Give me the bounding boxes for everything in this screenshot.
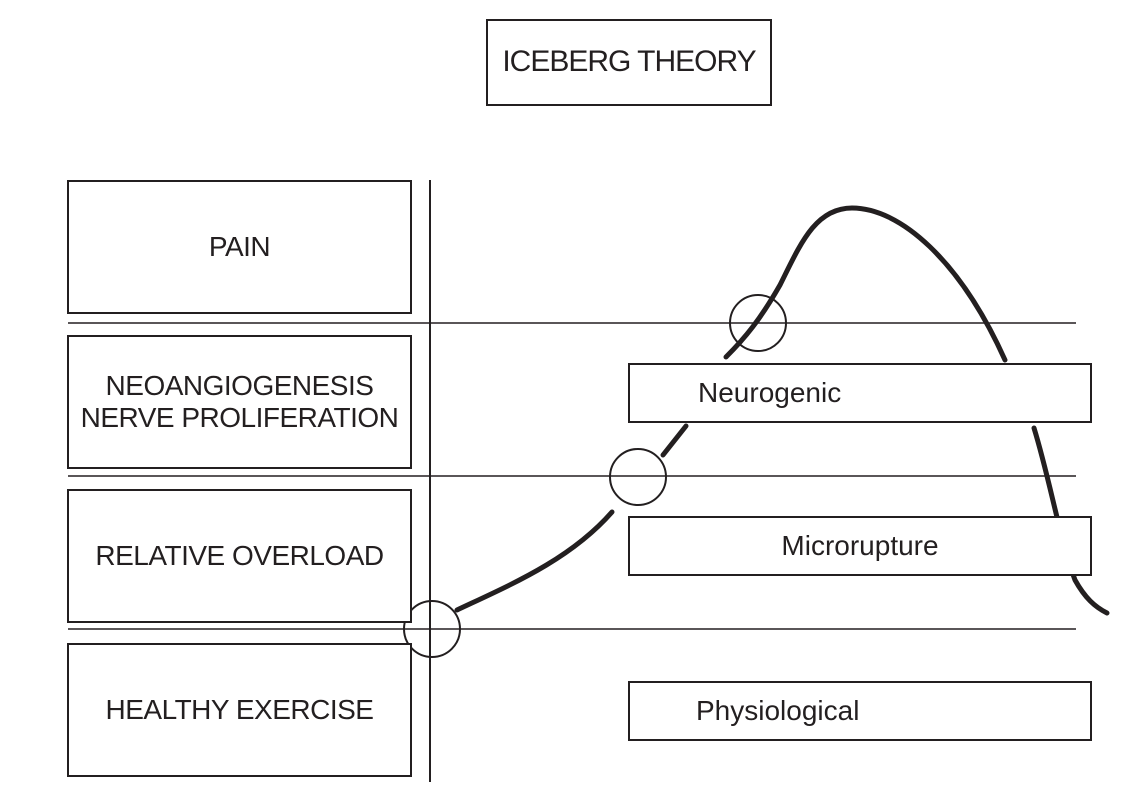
- transition-circle-neo: [729, 294, 787, 352]
- stage-box-pain: PAIN: [67, 180, 412, 314]
- stage-box-neoangiogenesis: NEOANGIOGENESIS NERVE PROLIFERATION: [67, 335, 412, 469]
- transition-circle-overload: [609, 448, 667, 506]
- stage-label-neo-line2: NERVE PROLIFERATION: [80, 402, 399, 433]
- region-box-microrupture: Microrupture: [628, 516, 1092, 576]
- region-box-physiological: Physiological: [628, 681, 1092, 741]
- region-box-neurogenic: Neurogenic: [628, 363, 1092, 423]
- load-curve: [454, 205, 1110, 616]
- diagram-title-text: ICEBERG THEORY: [502, 45, 756, 79]
- region-label-microrupture: Microrupture: [781, 529, 939, 561]
- stage-box-relative-overload: RELATIVE OVERLOAD: [67, 489, 412, 623]
- region-label-physiological: Physiological: [696, 694, 860, 726]
- stage-label-pain: PAIN: [208, 230, 271, 262]
- region-label-neurogenic: Neurogenic: [698, 376, 842, 408]
- diagram-title: ICEBERG THEORY: [486, 19, 772, 106]
- stage-label-healthy-exercise: HEALTHY EXERCISE: [105, 693, 374, 725]
- stage-label-relative-overload: RELATIVE OVERLOAD: [95, 539, 384, 571]
- transition-circle-healthy: [403, 600, 461, 658]
- stage-label-neoangiogenesis: NEOANGIOGENESIS NERVE PROLIFERATION: [81, 370, 399, 434]
- stage-label-neo-line1: NEOANGIOGENESIS: [105, 369, 374, 401]
- stage-box-healthy-exercise: HEALTHY EXERCISE: [67, 643, 412, 777]
